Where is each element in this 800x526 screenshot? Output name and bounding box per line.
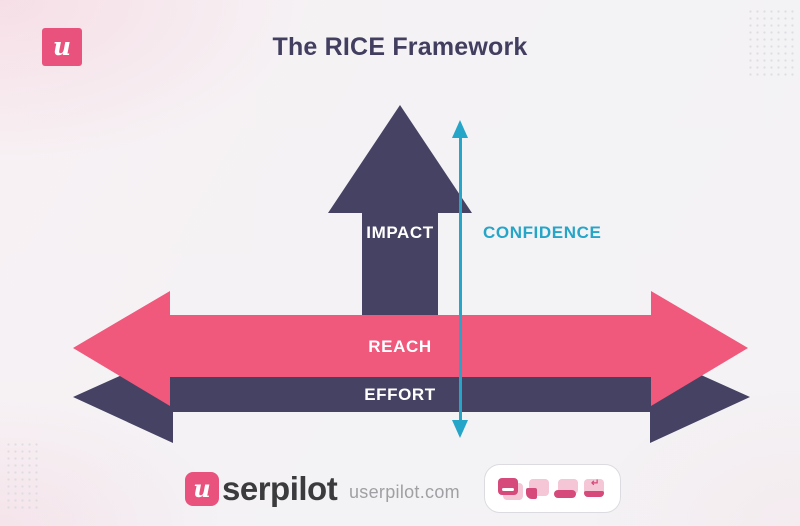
reach-label: REACH (368, 337, 432, 356)
dot-grid-decoration-bottom-left (5, 441, 39, 513)
confidence-arrowhead-down-icon (452, 420, 468, 438)
website-url: userpilot.com (349, 482, 460, 502)
return-glyph: ↵ (591, 477, 600, 489)
confidence-arrow-line (459, 134, 462, 426)
modal-icon (498, 477, 523, 501)
logo-u-letter: u (52, 31, 72, 61)
effort-label: EFFORT (364, 385, 436, 404)
tooltip-icon (526, 477, 551, 501)
confidence-label: CONFIDENCE (483, 223, 602, 242)
page-title: The RICE Framework (272, 33, 528, 61)
impact-label: IMPACT (366, 223, 434, 242)
impact-up-arrow (328, 105, 472, 317)
userpilot-wordmark: u serpilot (185, 470, 338, 508)
wordmark-text: serpilot (222, 470, 338, 507)
banner-icon (554, 477, 579, 501)
footer-logo-u-letter: u (193, 473, 211, 503)
product-patterns-pill: ↵ (484, 464, 621, 513)
input-return-icon: ↵ (582, 477, 607, 501)
dot-grid-decoration-top-right (747, 8, 795, 76)
confidence-arrowhead-up-icon (452, 120, 468, 138)
userpilot-footer-logo-badge: u (185, 472, 219, 506)
userpilot-logo-badge: u (42, 28, 82, 66)
